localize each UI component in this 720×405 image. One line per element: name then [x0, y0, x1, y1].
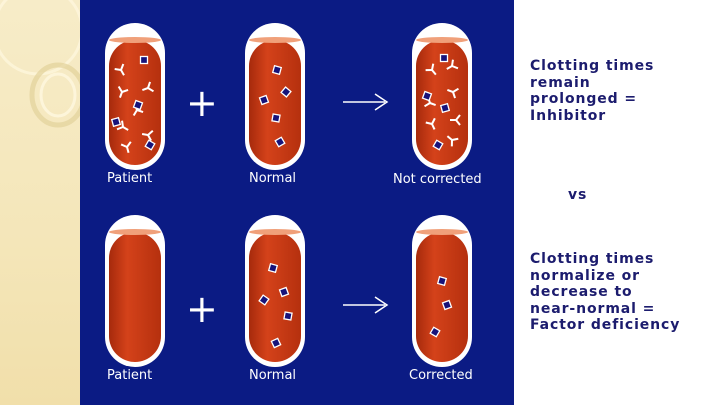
- tube-label: Patient: [107, 368, 152, 383]
- text-line: Clotting times: [530, 58, 654, 75]
- text-line: remain: [530, 75, 654, 92]
- mixing-study-diagram: +: [80, 0, 514, 405]
- tube-result-row2: [412, 215, 472, 367]
- clotting-factor-icon: [423, 92, 432, 101]
- text-line: prolonged =: [530, 91, 654, 108]
- tube-patient-row1: [105, 23, 165, 170]
- text-line: near-normal =: [530, 301, 680, 318]
- vs-label: vs: [568, 187, 587, 204]
- tube-normal-row1: [245, 23, 305, 170]
- clotting-factor-icon: [134, 101, 143, 110]
- clotting-factor-icon: [141, 57, 148, 64]
- clotting-factor-icon: [441, 104, 450, 113]
- plus-icon: +: [186, 287, 218, 331]
- diagram-canvas: +: [80, 0, 514, 405]
- text-line: normalize or: [530, 268, 680, 285]
- clotting-factor-icon: [443, 301, 452, 310]
- decorative-sidebar: [0, 0, 80, 405]
- clotting-factor-icon: [273, 66, 282, 75]
- clotting-factor-icon: [269, 264, 278, 273]
- text-line: Factor deficiency: [530, 317, 680, 334]
- tube-label: Normal: [249, 171, 296, 186]
- tube-label: Corrected: [409, 368, 473, 383]
- clotting-factor-icon: [280, 288, 289, 297]
- decorative-swirl: [0, 0, 80, 405]
- text-line: Inhibitor: [530, 108, 654, 125]
- clotting-factor-icon: [272, 114, 280, 122]
- text-line: decrease to: [530, 284, 680, 301]
- clotting-factor-icon: [284, 312, 292, 320]
- clotting-factor-icon: [441, 55, 448, 62]
- tube-label: Not corrected: [393, 172, 482, 187]
- tube-result-row1: [412, 23, 472, 170]
- inhibitor-explanation: Clotting times remain prolonged = Inhibi…: [530, 58, 654, 124]
- text-line: Clotting times: [530, 251, 680, 268]
- tube-patient-row2: [105, 215, 165, 367]
- clotting-factor-icon: [438, 277, 447, 286]
- tube-normal-row2: [245, 215, 305, 367]
- clotting-factor-icon: [112, 118, 121, 127]
- arrow-icon: [343, 297, 387, 313]
- tube-label: Normal: [249, 368, 296, 383]
- clotting-factor-icon: [260, 96, 269, 105]
- deficiency-explanation: Clotting times normalize or decrease to …: [530, 251, 680, 334]
- tube-label: Patient: [107, 171, 152, 186]
- plus-icon: +: [186, 81, 218, 125]
- arrow-icon: [343, 94, 387, 110]
